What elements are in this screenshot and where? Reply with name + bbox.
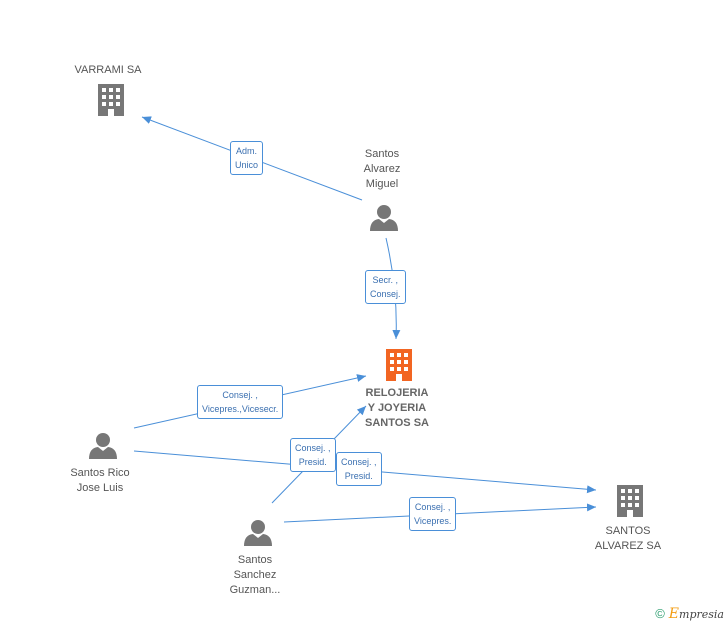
edge-label-consej-presid-1[interactable]: Consej. , Presid. <box>290 438 336 472</box>
brand-logo: Empresia <box>668 606 724 622</box>
node-label-line: Y JOYERIA <box>367 402 427 414</box>
copyright-symbol: © <box>655 606 665 621</box>
edge-label-line: Presid. <box>344 471 373 481</box>
node-label-line: Santos Rico <box>70 467 130 479</box>
building-icon[interactable] <box>617 485 643 517</box>
edge-label-line: Consej. , <box>222 390 258 400</box>
edge-label-line: Adm. <box>236 146 258 156</box>
edge-label-line: Vicepres. <box>414 516 452 526</box>
edge-label-line: Vicepres.,Vicesecr. <box>202 404 279 414</box>
node-label-line: Guzman... <box>229 584 281 596</box>
node-label-varrami[interactable]: VARRAMI SA <box>58 63 158 78</box>
node-label-line: VARRAMI SA <box>74 64 142 76</box>
node-label-line: RELOJERIA <box>365 387 429 399</box>
node-label-line: SANTOS <box>605 525 651 537</box>
node-label-line: Santos <box>237 554 273 566</box>
person-icon[interactable] <box>370 205 398 231</box>
node-label-santos-rico[interactable]: Santos Rico Jose Luis <box>50 466 150 496</box>
node-label-santos-sanchez[interactable]: Santos Sanchez Guzman... <box>215 553 295 598</box>
edge-label-line: Consej. <box>370 289 401 299</box>
building-icon[interactable] <box>98 84 124 116</box>
edge-label-adm-unico[interactable]: Adm. Unico <box>230 141 264 175</box>
person-icon[interactable] <box>244 520 272 546</box>
node-label-santos-alvarez-miguel[interactable]: Santos Alvarez Miguel <box>342 147 422 192</box>
edge-label-consej-vicepres-vicesecr[interactable]: Consej. , Vicepres.,Vicesecr. <box>197 385 284 419</box>
edge-label-line: Presid. <box>298 457 327 467</box>
building-icon[interactable] <box>386 349 412 381</box>
person-icon[interactable] <box>89 433 117 459</box>
node-label-line: SANTOS SA <box>365 417 429 429</box>
edge-label-line: Unico <box>235 160 259 170</box>
edge-label-consej-presid-2[interactable]: Consej. , Presid. <box>336 452 382 486</box>
node-label-line: Alvarez <box>363 163 401 175</box>
brand-initial: E <box>668 606 680 622</box>
edge-label-line: Consej. , <box>341 457 377 467</box>
node-label-line: ALVAREZ SA <box>594 540 662 552</box>
node-label-line: Miguel <box>365 178 399 190</box>
node-label-line: Jose Luis <box>76 482 124 494</box>
node-label-line: Santos <box>364 148 400 160</box>
edge-label-line: Secr. , <box>372 275 399 285</box>
edge-label-line: Consej. , <box>295 443 331 453</box>
empresia-watermark: ©Empresia <box>655 606 724 622</box>
brand-name: mpresia <box>679 608 724 621</box>
node-label-santos-alvarez-sa[interactable]: SANTOS ALVAREZ SA <box>583 524 673 554</box>
node-label-line: Sanchez <box>233 569 277 581</box>
node-label-relojeria[interactable]: RELOJERIA Y JOYERIA SANTOS SA <box>356 386 438 431</box>
edge-label-secr-consej[interactable]: Secr. , Consej. <box>365 270 406 304</box>
edge-label-consej-vicepres[interactable]: Consej. , Vicepres. <box>409 497 457 531</box>
edge-label-line: Consej. , <box>414 502 451 512</box>
